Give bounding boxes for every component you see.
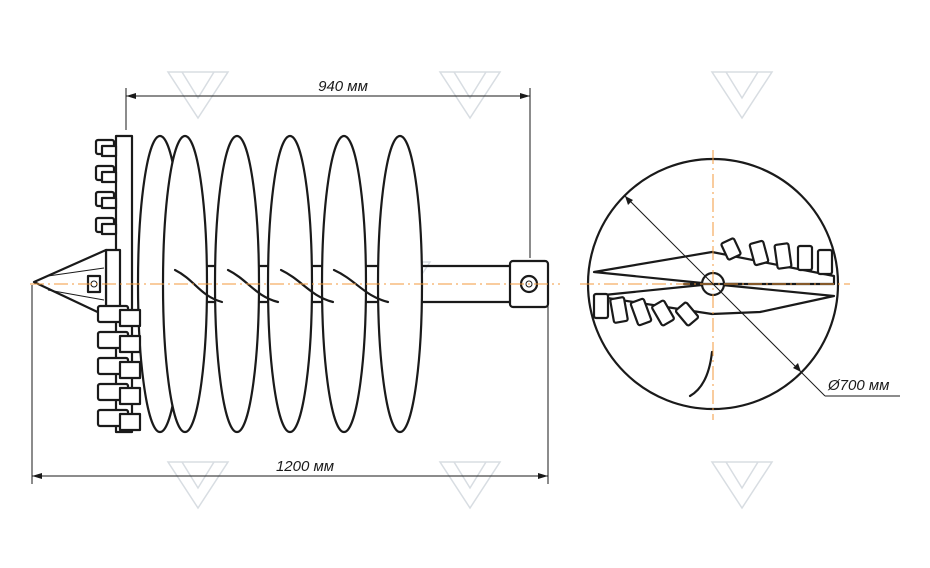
cutting-tooth — [609, 296, 629, 324]
dimension-diameter-label: Ø700 мм — [827, 377, 889, 394]
watermark-logo-icon — [438, 71, 502, 120]
cutting-tooth — [94, 216, 118, 236]
cutting-tooth — [94, 164, 118, 184]
auger-teeth — [94, 138, 142, 432]
auger-end-view: Ø700 мм — [580, 150, 900, 420]
cutting-tooth — [94, 190, 118, 210]
diameter-leader-line — [624, 195, 826, 397]
cutting-tooth — [796, 244, 814, 272]
watermark-logo-icon — [710, 71, 774, 120]
cutting-tooth — [674, 301, 700, 327]
dimension-total-length: 1200 мм — [31, 285, 549, 484]
cutting-tooth — [720, 237, 742, 261]
cutting-tooth — [592, 292, 610, 320]
watermark-logo-icon — [438, 461, 502, 510]
cutting-tooth — [96, 382, 142, 406]
watermark-logo-icon — [166, 71, 230, 120]
cutting-tooth — [94, 138, 118, 158]
dimension-flight-length: 940 мм — [125, 78, 531, 258]
cutting-tooth — [773, 242, 793, 270]
auger-side-view — [30, 134, 560, 434]
dimension-flight-length-label: 940 мм — [318, 78, 368, 95]
watermark-logo-icon — [166, 461, 230, 510]
dimension-total-length-label: 1200 мм — [276, 458, 334, 475]
cutting-tooth — [816, 248, 834, 276]
cutting-tooth — [96, 408, 142, 432]
cutting-tooth — [96, 330, 142, 354]
cutting-tooth — [96, 304, 142, 328]
cutting-tooth — [651, 299, 675, 327]
cutting-tooth — [748, 239, 770, 267]
watermark-logo-icon — [710, 461, 774, 510]
end-view-teeth — [592, 237, 834, 327]
cutting-tooth — [629, 297, 653, 327]
cutting-tooth — [96, 356, 142, 380]
